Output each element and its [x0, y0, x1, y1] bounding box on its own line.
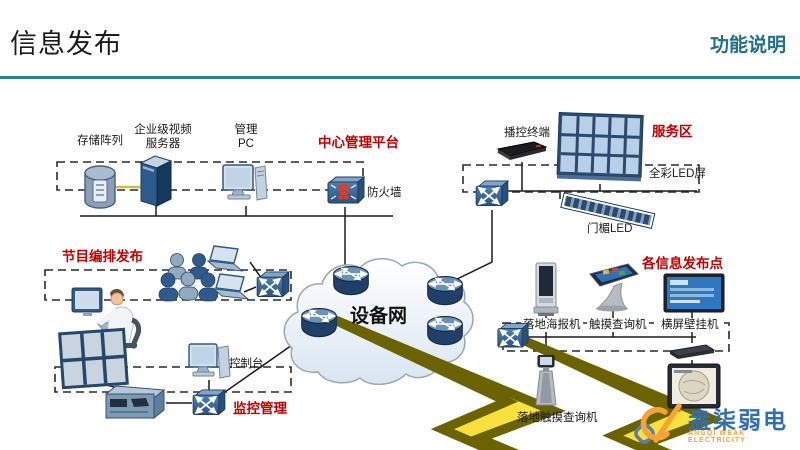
touch-query-kiosk-icon: [588, 262, 640, 312]
management-pc-icon: [221, 162, 271, 206]
publish-points-switch-icon: [497, 322, 529, 352]
device-network-label: 设备网: [350, 306, 408, 327]
program-publish-title: 节目编排发布: [62, 249, 143, 264]
full-color-led-screen-icon: [555, 110, 648, 187]
publish-points-title: 各信息发布点: [642, 256, 723, 271]
router-top-right-icon: [426, 274, 464, 306]
storage-array-icon: [83, 164, 117, 210]
firewall-icon: [327, 176, 365, 208]
tab-function-description: 功能说明: [709, 35, 786, 56]
decoder-rack-icon: [102, 384, 166, 422]
storage-array-label: 存储阵列: [77, 135, 123, 147]
monitoring-title: 监控管理: [233, 401, 287, 416]
management-pc-label: 管理 PC: [234, 124, 258, 150]
laptops-icon: [206, 244, 252, 304]
console-pc-icon: [187, 342, 233, 390]
company-logo-icon: [634, 395, 684, 447]
full-color-led-label: 全彩LED屏: [649, 168, 706, 180]
broadcast-terminal-icon: [496, 140, 548, 164]
wall-mounted-label: 横屏壁挂机: [659, 318, 721, 332]
user-group-icon: [158, 252, 218, 304]
router-left-icon: [300, 306, 338, 338]
wall-mounted-screen-icon: [663, 273, 725, 315]
company-name-en: ANGQI WEAK ELECTRICITY: [688, 430, 746, 444]
dashed-zone-borders: [44, 161, 730, 393]
operator-at-workstation-icon: [70, 270, 142, 350]
broadcast-terminal-label: 播控终端: [504, 127, 550, 139]
monitoring-zone: [54, 366, 292, 393]
router-top-left-icon: [332, 264, 370, 296]
media-player-icon: [668, 342, 716, 362]
floor-poster-label: 落地海报机: [521, 318, 583, 332]
video-wall-icon: [56, 326, 132, 393]
central-platform-zone: [56, 161, 364, 191]
monitoring-switch-icon: [192, 389, 226, 419]
page-title: 信息发布: [10, 29, 122, 59]
video-server-icon: [138, 155, 174, 207]
service-area-title: 服务区: [652, 124, 693, 139]
firewall-label: 防火墙: [367, 187, 402, 199]
central-platform-title: 中心管理平台: [318, 135, 399, 150]
floor-touch-query-kiosk-icon: [533, 355, 559, 409]
company-name-cn: 盎柒弱电: [688, 407, 788, 433]
video-server-label: 企业级视频 服务器: [134, 124, 192, 150]
wall-query-screen-icon: [667, 363, 721, 411]
router-right-icon: [426, 314, 464, 346]
program-publish-zone: [44, 269, 292, 301]
program-publish-switch-icon: [256, 271, 290, 301]
service-area-switch-icon: [475, 180, 509, 210]
console-label: 控制台: [229, 358, 264, 370]
floor-touch-query-label: 落地触摸查询机: [517, 412, 598, 424]
floor-poster-kiosk-icon: [533, 262, 559, 318]
lintel-led-label: 门楣LED: [587, 223, 633, 235]
touch-query-label: 触摸查询机: [587, 318, 649, 332]
header-divider: [0, 76, 800, 79]
